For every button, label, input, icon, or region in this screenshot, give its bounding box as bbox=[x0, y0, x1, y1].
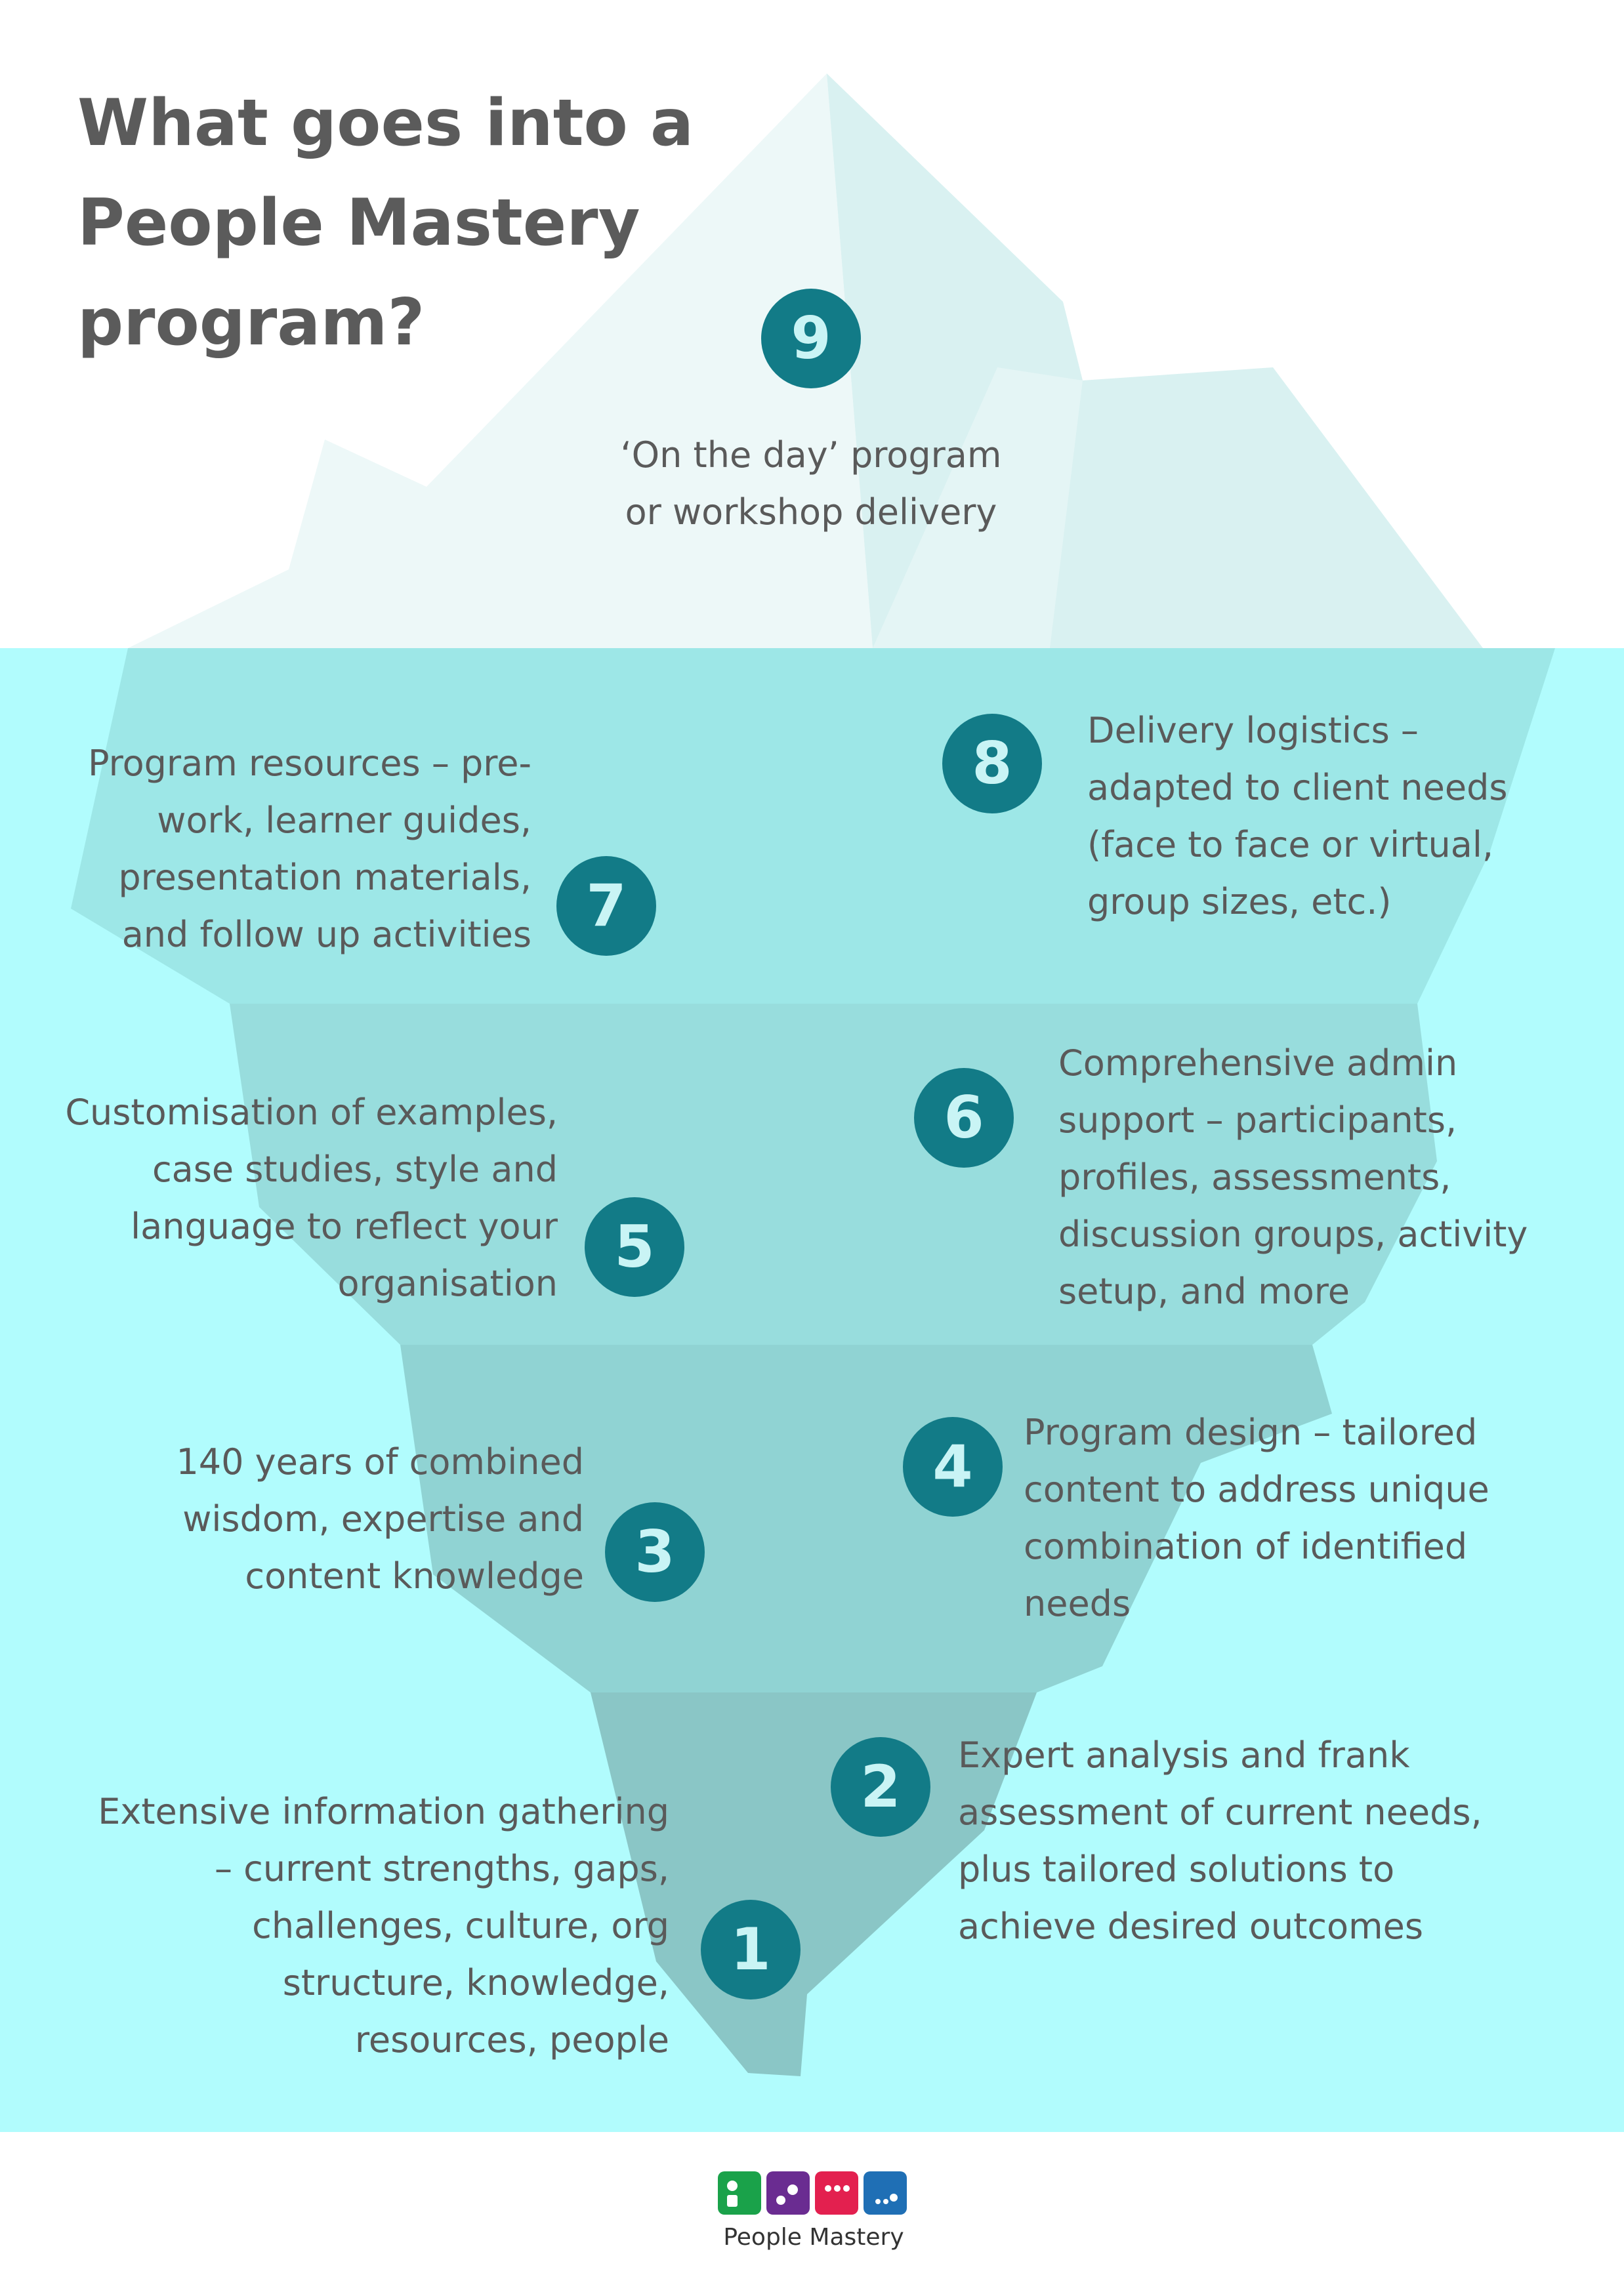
step-text-line: plus tailored solutions to bbox=[958, 1849, 1395, 1890]
step-2-text: Expert analysis and frank assessment of … bbox=[958, 1727, 1482, 1955]
logo-name: People Mastery bbox=[723, 2224, 904, 2251]
step-7-text: Program resources – pre- work, learner g… bbox=[59, 735, 531, 963]
step-text-line: Comprehensive admin bbox=[1058, 1042, 1458, 1084]
logo-green-icon bbox=[718, 2171, 761, 2215]
step-text-line: Program design – tailored bbox=[1024, 1412, 1478, 1453]
iceberg-layer-3 bbox=[400, 1345, 1332, 1692]
step-text-line: language to reflect your bbox=[131, 1206, 558, 1247]
iceberg-layer-2 bbox=[230, 1004, 1437, 1345]
iceberg-layer-1 bbox=[71, 648, 1555, 1004]
step-text-line: wisdom, expertise and bbox=[182, 1498, 584, 1540]
step-text-line: case studies, style and bbox=[152, 1149, 558, 1190]
step-text-line: content knowledge bbox=[245, 1555, 584, 1597]
step-4-badge: 4 bbox=[903, 1417, 1003, 1517]
title-line: People Mastery bbox=[77, 186, 640, 260]
step-text-line: challenges, culture, org bbox=[252, 1905, 669, 1946]
step-text-line: Expert analysis and frank bbox=[958, 1734, 1410, 1776]
step-text-line: Customisation of examples, bbox=[65, 1092, 558, 1133]
page-title: What goes into a People Mastery program? bbox=[77, 73, 734, 373]
step-text-line: combination of identified bbox=[1024, 1526, 1468, 1567]
step-text-line: resources, people bbox=[354, 2019, 669, 2060]
logo-purple-icon bbox=[766, 2171, 810, 2215]
step-text-line: and follow up activities bbox=[121, 914, 531, 955]
step-text-line: discussion groups, activity bbox=[1058, 1214, 1528, 1255]
step-text-line: work, learner guides, bbox=[157, 800, 531, 841]
step-text-line: profiles, assessments, bbox=[1058, 1157, 1451, 1198]
step-text-line: setup, and more bbox=[1058, 1271, 1350, 1312]
title-line: program? bbox=[77, 285, 425, 360]
step-1-text: Extensive information gathering – curren… bbox=[26, 1783, 669, 2068]
people-mastery-logo: People Mastery bbox=[715, 2171, 912, 2270]
step-9-text: ‘On the day’ program or workshop deliver… bbox=[549, 426, 1073, 541]
step-text-line: organisation bbox=[337, 1263, 558, 1304]
step-8-badge: 8 bbox=[942, 714, 1042, 813]
step-5-text: Customisation of examples, case studies,… bbox=[39, 1084, 558, 1312]
step-6-text: Comprehensive admin support – participan… bbox=[1058, 1035, 1528, 1320]
step-text-line: Extensive information gathering bbox=[98, 1791, 669, 1832]
step-text-line: structure, knowledge, bbox=[282, 1962, 669, 2003]
step-1-badge: 1 bbox=[701, 1900, 801, 1999]
title-line: What goes into a bbox=[77, 86, 694, 161]
iceberg-tip-left bbox=[128, 73, 873, 648]
logo-blue-icon bbox=[864, 2171, 907, 2215]
step-7-badge: 7 bbox=[556, 856, 656, 956]
iceberg-tip-inner-facet bbox=[873, 367, 1083, 648]
step-text-line: needs bbox=[1024, 1583, 1131, 1624]
step-text-line: (face to face or virtual, bbox=[1087, 824, 1494, 865]
step-3-badge: 3 bbox=[605, 1502, 705, 1602]
step-2-badge: 2 bbox=[831, 1737, 930, 1837]
step-text-line: support – participants, bbox=[1058, 1099, 1457, 1141]
step-8-text: Delivery logistics – adapted to client n… bbox=[1087, 702, 1508, 930]
step-text-line: 140 years of combined bbox=[176, 1441, 584, 1483]
step-text-line: or workshop delivery bbox=[625, 491, 997, 533]
logo-red-icon bbox=[815, 2171, 858, 2215]
step-text-line: Delivery logistics – bbox=[1087, 710, 1419, 751]
step-text-line: content to address unique bbox=[1024, 1469, 1489, 1510]
step-text-line: achieve desired outcomes bbox=[958, 1906, 1424, 1947]
step-4-text: Program design – tailored content to add… bbox=[1024, 1404, 1489, 1632]
step-text-line: adapted to client needs bbox=[1087, 767, 1508, 808]
step-5-badge: 5 bbox=[585, 1197, 684, 1297]
step-6-badge: 6 bbox=[914, 1068, 1014, 1168]
step-text-line: ‘On the day’ program bbox=[620, 434, 1002, 476]
step-9-badge: 9 bbox=[761, 289, 861, 388]
step-text-line: presentation materials, bbox=[118, 857, 531, 898]
step-3-text: 140 years of combined wisdom, expertise … bbox=[79, 1433, 584, 1605]
step-text-line: group sizes, etc.) bbox=[1087, 881, 1392, 922]
step-text-line: assessment of current needs, bbox=[958, 1792, 1482, 1833]
step-text-line: Program resources – pre- bbox=[87, 743, 531, 784]
step-text-line: – current strengths, gaps, bbox=[215, 1848, 669, 1889]
